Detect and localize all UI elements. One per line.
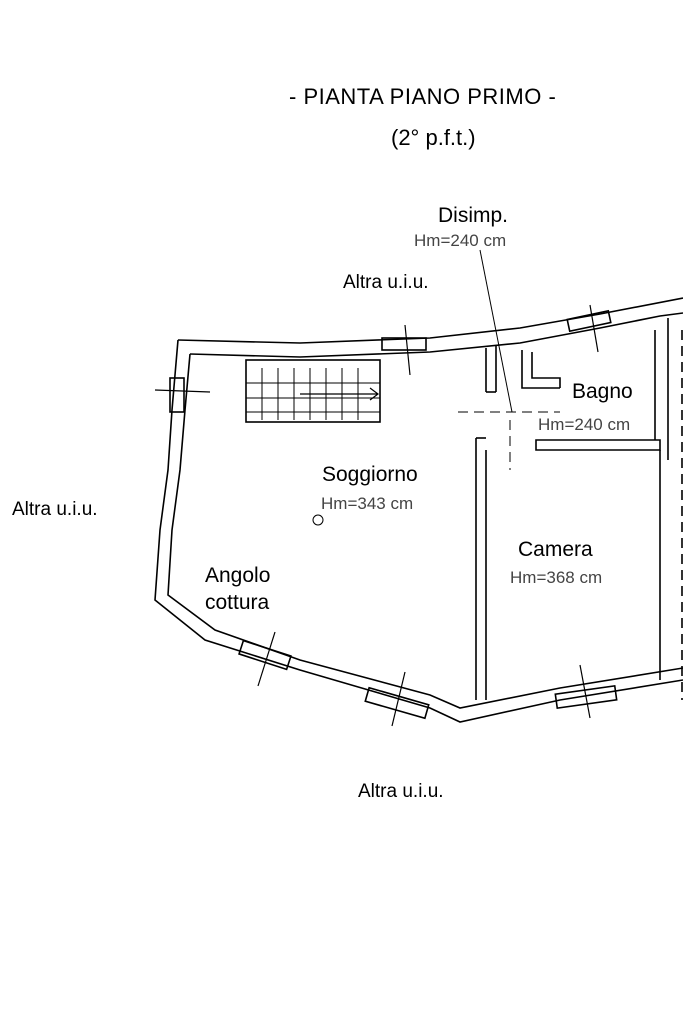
bagno-wall-bottom: [535, 439, 661, 451]
room-height-soggiorno: Hm=343 cm: [321, 494, 414, 513]
outer-wall-left-inner: [167, 353, 683, 709]
room-height-disimp: Hm=240 cm: [414, 231, 507, 250]
outer-wall-inner: [189, 312, 683, 358]
window: [566, 309, 612, 333]
room-name-disimp: Disimp.: [438, 204, 509, 227]
page-title: - PIANTA PIANO PRIMO -: [289, 84, 557, 109]
outer-wall-left: [154, 339, 683, 723]
leader-disimp: [479, 249, 513, 413]
room-height-bagno: Hm=240 cm: [538, 415, 631, 434]
stairs: [245, 359, 381, 423]
window: [169, 377, 185, 413]
room-name-cottura: cottura: [205, 591, 270, 614]
room-name-camera: Camera: [518, 538, 593, 561]
window: [238, 639, 292, 671]
bagno-wall-top: [521, 350, 561, 389]
outer-wall: [177, 297, 683, 344]
neighbor-bottom-label: Altra u.i.u.: [358, 781, 444, 802]
room-height-camera: Hm=368 cm: [510, 568, 603, 587]
room-name-bagno: Bagno: [572, 380, 633, 403]
neighbor-top-label: Altra u.i.u.: [343, 272, 429, 293]
neighbor-left-label: Altra u.i.u.: [12, 499, 98, 520]
partition-disimp: [485, 346, 497, 392]
marker-circle: [312, 514, 324, 526]
room-name-angolo: Angolo: [205, 564, 271, 587]
page-subtitle: (2° p.f.t.): [391, 125, 476, 150]
camera-partition: [475, 438, 487, 700]
window: [381, 337, 427, 351]
stair-arrow: [300, 387, 379, 401]
room-name-soggiorno: Soggiorno: [322, 463, 418, 486]
